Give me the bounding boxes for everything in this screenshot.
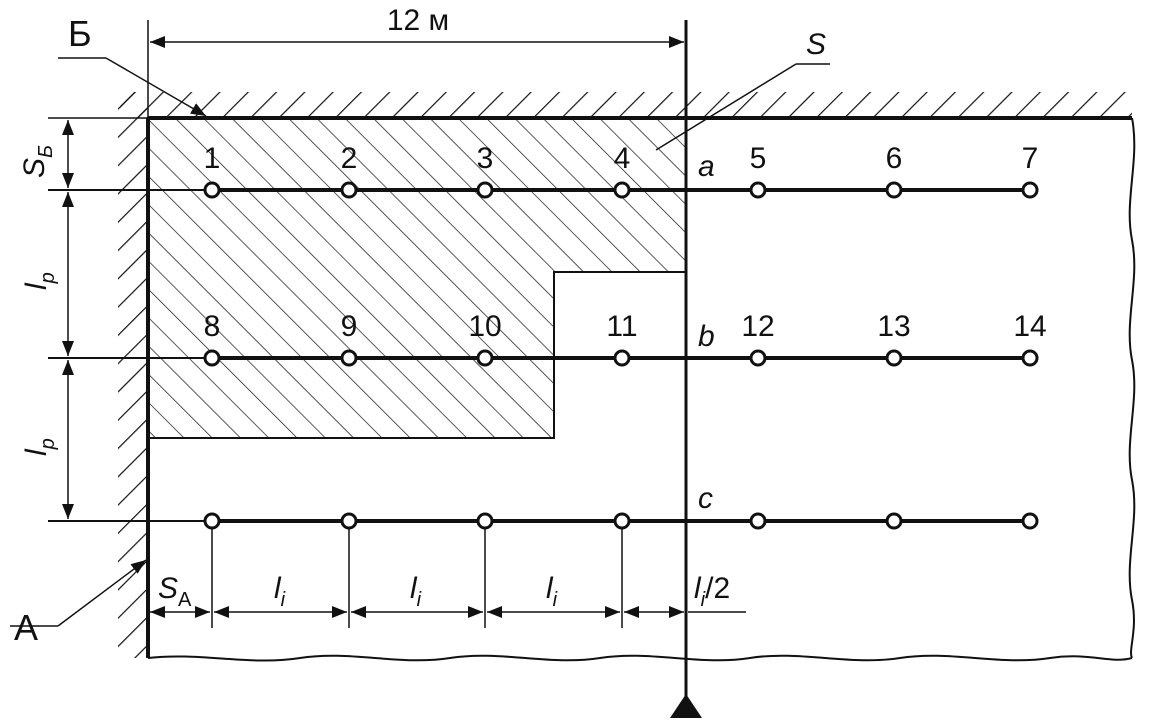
point-label-3: 3 bbox=[477, 142, 494, 175]
point-label-8: 8 bbox=[204, 310, 221, 343]
label-wall-b: Б bbox=[68, 13, 92, 54]
point-8 bbox=[203, 349, 221, 367]
right-break-line bbox=[1128, 117, 1136, 659]
svg-text:lp: lp bbox=[20, 272, 59, 290]
dim-sb-label: SБ bbox=[18, 145, 57, 178]
point-2 bbox=[340, 181, 358, 199]
row-b-points bbox=[203, 349, 1039, 367]
point-12 bbox=[749, 349, 767, 367]
point-label-12: 12 bbox=[741, 310, 774, 343]
point-13 bbox=[885, 349, 903, 367]
row-name-c: c bbox=[698, 482, 713, 515]
point-5 bbox=[749, 181, 767, 199]
point-c-4 bbox=[613, 512, 631, 530]
point-1 bbox=[203, 181, 221, 199]
point-9 bbox=[340, 349, 358, 367]
top-wall-hatch bbox=[120, 92, 1132, 118]
row-c-points bbox=[203, 512, 1039, 530]
point-c-6 bbox=[885, 512, 903, 530]
dim-sa-label: SА bbox=[158, 572, 192, 611]
point-label-7: 7 bbox=[1022, 142, 1039, 175]
left-wall-hatch bbox=[118, 92, 148, 658]
dim-li3-label: li bbox=[546, 572, 558, 611]
point-c-3 bbox=[476, 512, 494, 530]
label-wall-a: А bbox=[14, 607, 38, 648]
dim-li2-label: li bbox=[410, 572, 422, 611]
point-label-13: 13 bbox=[877, 310, 910, 343]
point-label-9: 9 bbox=[341, 310, 358, 343]
point-c-7 bbox=[1021, 512, 1039, 530]
point-label-10: 10 bbox=[468, 310, 501, 343]
point-label-14: 14 bbox=[1013, 310, 1046, 343]
row-name-b: b bbox=[698, 320, 715, 353]
point-14 bbox=[1021, 349, 1039, 367]
point-label-4: 4 bbox=[614, 142, 631, 175]
dim-lp1-label: lp bbox=[20, 272, 59, 290]
label-zone-s: S bbox=[806, 28, 826, 61]
point-3 bbox=[476, 181, 494, 199]
point-c-5 bbox=[749, 512, 767, 530]
row-name-a: a bbox=[698, 150, 715, 183]
point-label-6: 6 bbox=[886, 142, 903, 175]
point-6 bbox=[885, 181, 903, 199]
dim-half-label: li/2 bbox=[694, 572, 730, 611]
point-c-1 bbox=[203, 512, 221, 530]
bottom-break-line bbox=[147, 654, 1133, 662]
point-label-5: 5 bbox=[750, 142, 767, 175]
point-7 bbox=[1021, 181, 1039, 199]
row-a-points bbox=[203, 181, 1039, 199]
svg-text:lp: lp bbox=[20, 438, 59, 456]
point-11 bbox=[613, 349, 631, 367]
dim-li1-label: li bbox=[274, 572, 286, 611]
point-10 bbox=[476, 349, 494, 367]
dimension-12m-label: 12 м bbox=[387, 4, 449, 37]
point-label-1: 1 bbox=[204, 142, 221, 175]
point-4 bbox=[613, 181, 631, 199]
svg-text:SБ: SБ bbox=[18, 145, 57, 178]
axis-triangle bbox=[670, 694, 702, 718]
point-c-2 bbox=[340, 512, 358, 530]
point-label-2: 2 bbox=[341, 142, 358, 175]
dim-lp2-label: lp bbox=[20, 438, 59, 456]
point-label-11: 11 bbox=[606, 310, 637, 343]
